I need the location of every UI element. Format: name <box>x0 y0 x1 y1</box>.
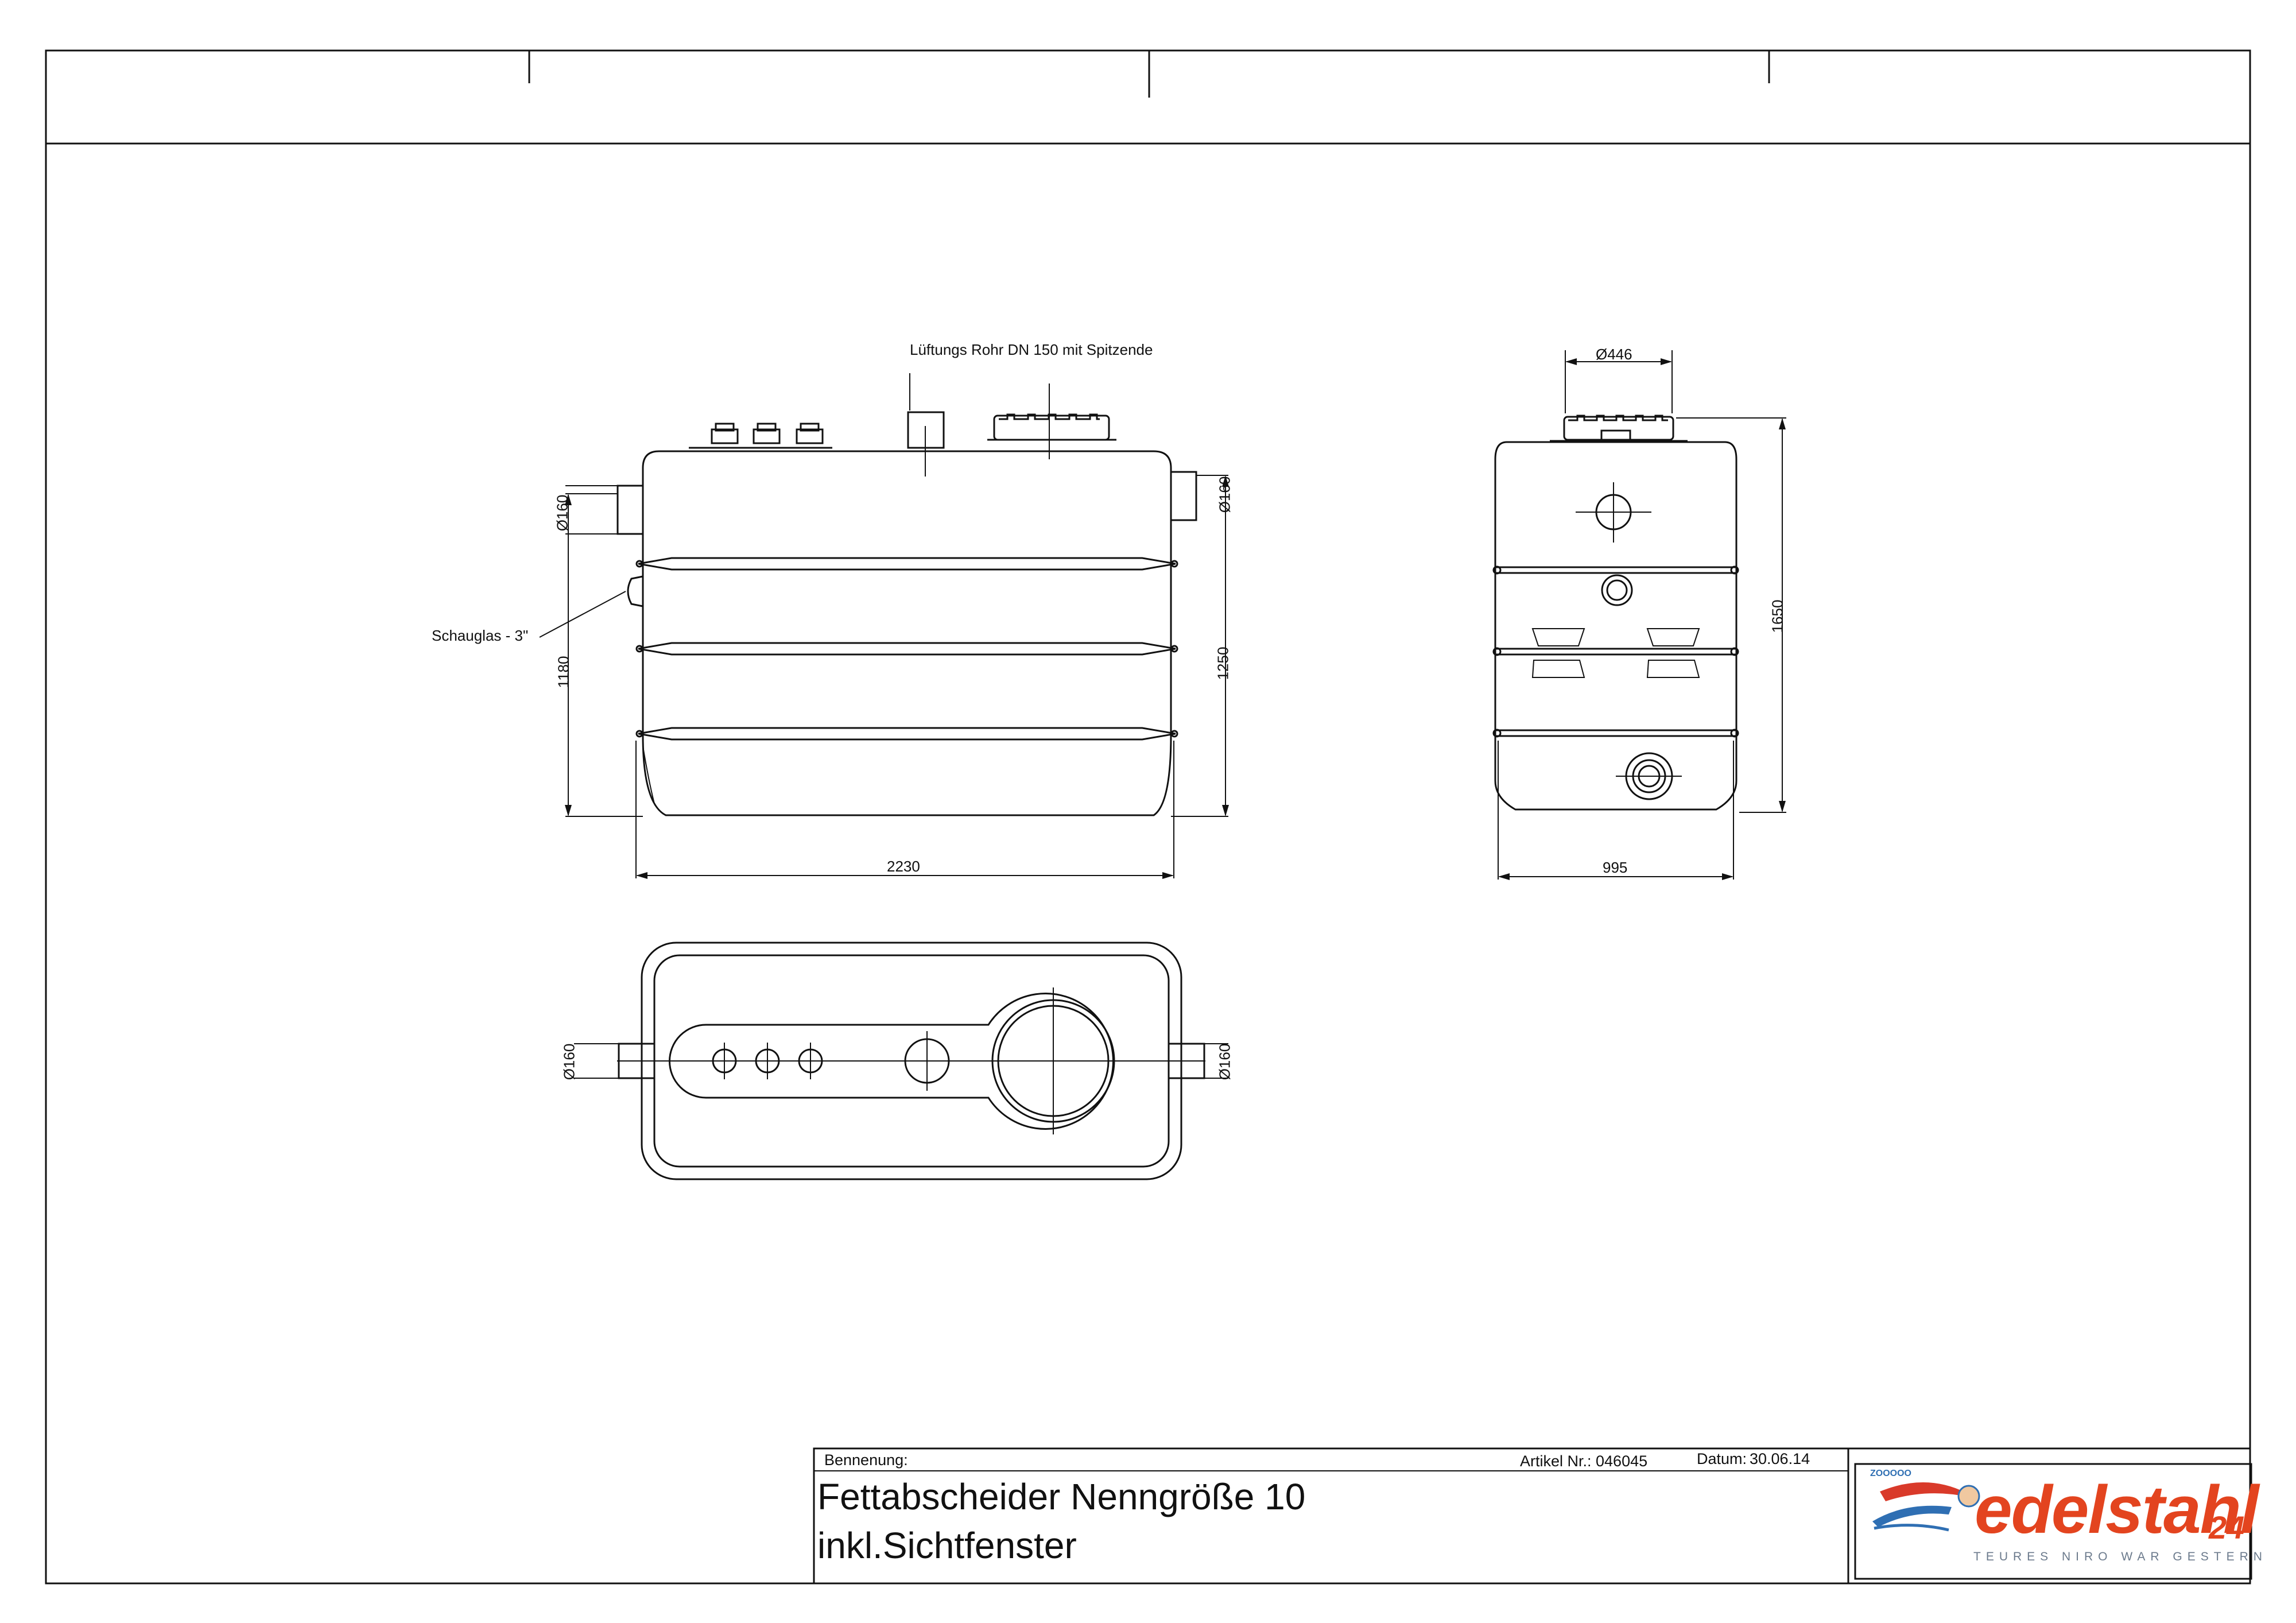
logo-brand-suffix: 24 <box>2209 1509 2245 1545</box>
logo-tagline: TEURES NIRO WAR GESTERN <box>1973 1550 2267 1563</box>
front-view <box>616 384 1197 816</box>
front-dimensions <box>539 373 1229 879</box>
sight-glass-label: Schauglas - 3" <box>432 627 529 644</box>
outlet-diameter-label: Ø160 <box>1216 476 1234 513</box>
sight-glass <box>627 575 643 607</box>
plan-outlet-diameter-label: Ø160 <box>1216 1043 1234 1080</box>
side-view <box>1492 415 1739 811</box>
side-outlet-pipe <box>1576 482 1651 543</box>
top-caps <box>689 423 832 449</box>
logo-swoosh <box>1872 1482 1980 1532</box>
drawing-frame <box>45 49 2251 1585</box>
title-block <box>813 1447 2252 1585</box>
width-label: 995 <box>1603 859 1628 876</box>
article-number: Artikel Nr.: 046045 <box>1520 1452 1648 1470</box>
side-windows <box>1531 628 1700 678</box>
drawing-title-line1: Fettabscheider Nenngröße 10 <box>817 1476 1306 1517</box>
logo-speed-text: ZOOOOO <box>1870 1469 1911 1478</box>
outlet-height-label: 1250 <box>1214 646 1232 680</box>
plan-keyhole <box>669 993 1114 1130</box>
outlet-pipe <box>1170 471 1197 521</box>
diameter-446-label: Ø446 <box>1596 346 1632 363</box>
side-bottom-port <box>1616 752 1682 800</box>
inlet-pipe <box>616 485 644 535</box>
side-body <box>1494 441 1737 811</box>
date-value: 30.06.14 <box>1750 1450 1810 1467</box>
vent-pipe-label: Lüftungs Rohr DN 150 mit Spitzende <box>910 341 1153 358</box>
side-manhole <box>1550 415 1688 442</box>
side-dimensions <box>1498 350 1786 880</box>
total-height-label: 1650 <box>1768 599 1786 633</box>
date-label: Datum: <box>1697 1450 1747 1467</box>
plan-inlet-diameter-label: Ø160 <box>560 1043 578 1080</box>
manhole-cover <box>987 384 1116 459</box>
inlet-diameter-label: Ø160 <box>553 494 571 532</box>
plan-view <box>574 942 1228 1180</box>
side-sight-glass <box>1601 574 1633 606</box>
front-body <box>642 450 1172 816</box>
ribs <box>635 557 1178 741</box>
drawing-title-line2: inkl.Sichtfenster <box>817 1525 1077 1566</box>
designation-label: Bennenung: <box>824 1451 908 1469</box>
side-ribs <box>1492 565 1739 738</box>
inlet-height-label: 1180 <box>554 656 572 688</box>
length-label: 2230 <box>887 858 920 875</box>
logo-brand: edelstahl <box>1975 1472 2259 1548</box>
